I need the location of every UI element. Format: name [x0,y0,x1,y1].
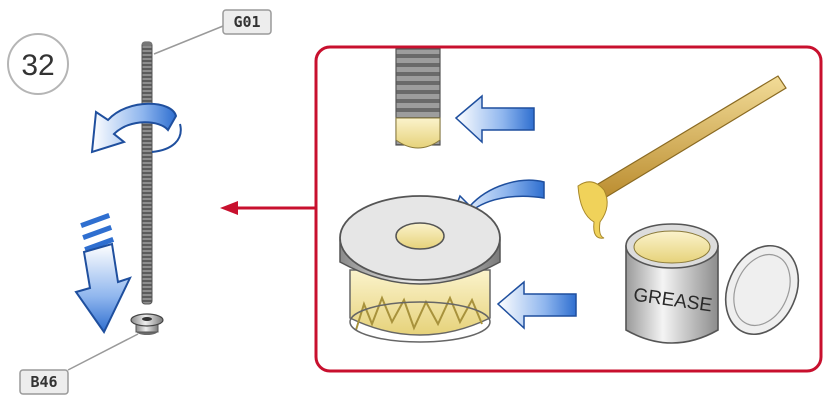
detail-panel: GREASE [314,45,823,373]
pointer-head [220,201,238,215]
grease-blob [577,181,608,239]
rotate-arrow-shape [90,102,178,154]
rod-body [141,41,153,305]
arrow-head [74,242,132,334]
can-grease [633,230,711,264]
arrow-stripe [84,236,115,252]
tag-box [222,9,272,35]
part-tag-b46: B46 [19,333,139,395]
tag-leader-line [67,333,139,371]
tag-leader-line [153,21,234,55]
step-circle [7,33,69,95]
rod-tip-grease [395,117,441,149]
rod-tip-detail [395,48,441,149]
rotate-arrow-icon [90,102,182,154]
detail-pointer-arrow [220,201,320,215]
push-down-arrow-icon [74,212,132,334]
can-body [625,245,719,344]
part-code: G01 [233,13,260,31]
threaded-rod [141,41,153,305]
arrow-left-icon [496,280,577,330]
step-badge: 32 [7,33,69,95]
tag-box [19,369,69,395]
bushing-small [130,313,164,335]
grease-drips [355,295,483,331]
rotate-arrow-tail [151,123,182,153]
spatula-icon [577,75,787,239]
bushing-large [339,195,501,343]
bushing-hole [142,317,152,321]
can-lid-ring [733,253,791,327]
can-lid [724,244,800,336]
arrow-left-icon [454,94,535,144]
arrow-stripe [82,224,113,240]
rod-tip [142,42,152,46]
grease-can-icon: GREASE [625,223,800,344]
part-code: B46 [30,373,57,391]
bushing-sleeve-bottom [349,301,491,343]
part-tag-g01: G01 [153,9,272,55]
step-number: 32 [21,49,54,82]
bushing-hole-grease [395,222,445,250]
arrow-stripe [80,212,111,228]
